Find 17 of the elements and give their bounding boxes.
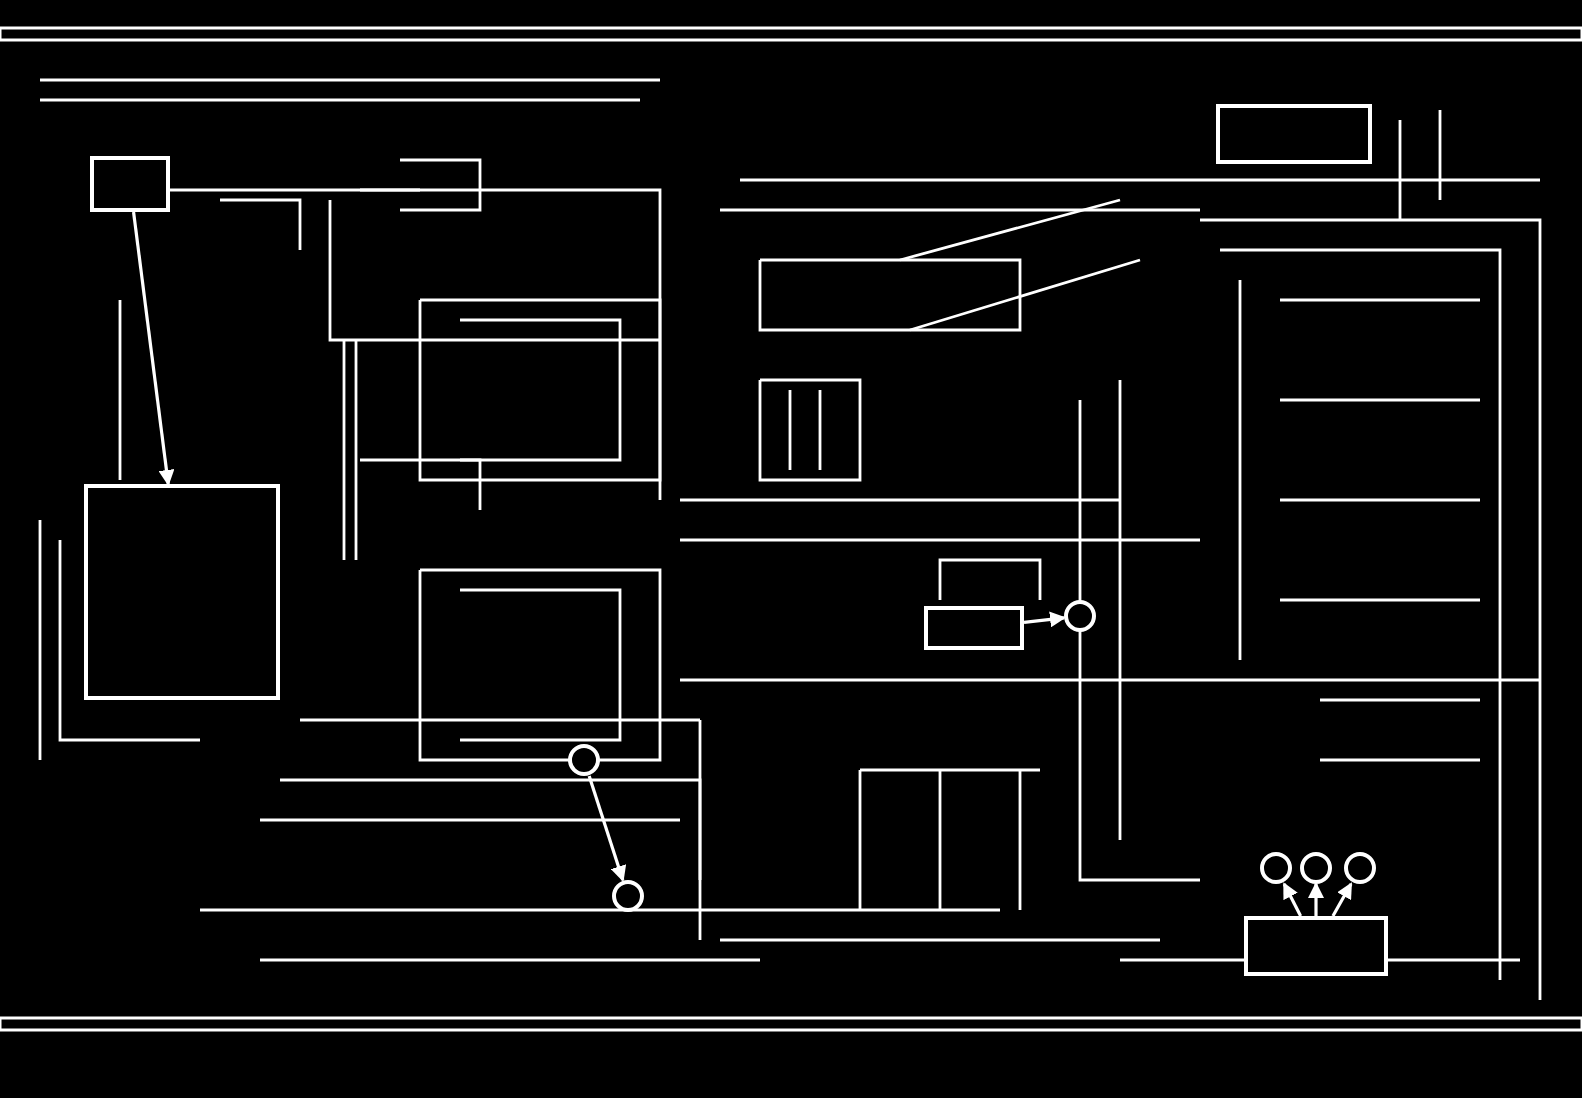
- pump-symbol: [1064, 600, 1096, 632]
- storage-tank: [90, 156, 170, 212]
- pipe-line: [587, 775, 627, 882]
- pipe-line: [1308, 882, 1324, 916]
- pipe-line: [1282, 882, 1303, 917]
- pump-symbol: [1344, 852, 1376, 884]
- pump-symbol: [1300, 852, 1332, 884]
- distribution-panel: [84, 484, 280, 700]
- pump-symbol: [568, 744, 600, 776]
- pipe-line: [1023, 611, 1066, 628]
- storage-tank: [1216, 104, 1372, 164]
- pump-symbol: [1260, 852, 1292, 884]
- pump-symbol: [612, 880, 644, 912]
- pipe-line: [1331, 882, 1353, 917]
- pipe-line: [132, 211, 175, 486]
- bath-tank: [924, 606, 1024, 650]
- bath-tank: [1244, 916, 1388, 976]
